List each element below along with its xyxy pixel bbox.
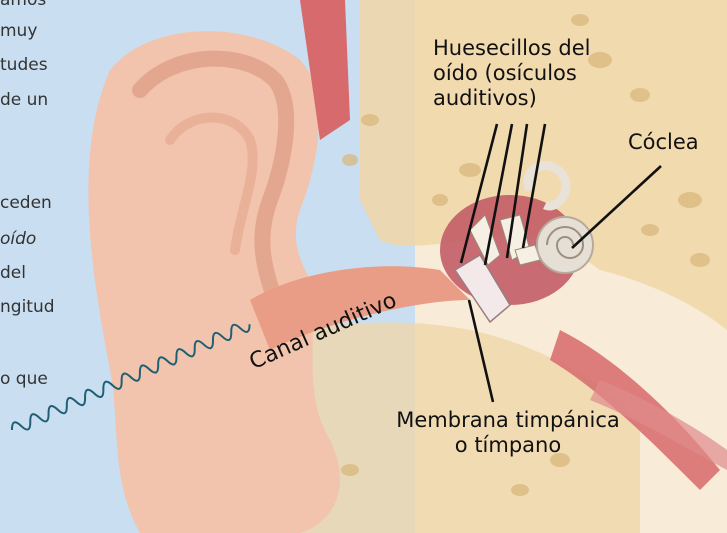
ossicles-label-line-3: auditivos) bbox=[433, 86, 590, 111]
left-text-fragment-1: amos bbox=[0, 0, 46, 9]
eardrum-label: Membrana timpánica o tímpano bbox=[372, 408, 644, 458]
ossicles-label-line-2: oído (osículos bbox=[433, 61, 590, 86]
left-text-fragment-2: muy bbox=[0, 23, 37, 40]
cochlea-label: Cóclea bbox=[628, 130, 699, 155]
ossicles-label-line-1: Huesecillos del bbox=[433, 36, 590, 61]
left-text-fragment-4: de un bbox=[0, 92, 48, 109]
left-text-fragment-8: ngitud bbox=[0, 299, 55, 316]
left-text-fragment-6: oído bbox=[0, 231, 36, 248]
cochlea-shape bbox=[537, 217, 593, 273]
left-text-fragment-7: del bbox=[0, 265, 26, 282]
eardrum-label-line-1: Membrana timpánica bbox=[372, 408, 644, 433]
left-text-fragment-5: ceden bbox=[0, 195, 52, 212]
left-text-fragment-9: o que bbox=[0, 371, 48, 388]
ossicles-label: Huesecillos del oído (osículos auditivos… bbox=[433, 36, 590, 112]
eardrum-label-line-2: o tímpano bbox=[372, 433, 644, 458]
left-text-fragment-3: tudes bbox=[0, 57, 48, 74]
